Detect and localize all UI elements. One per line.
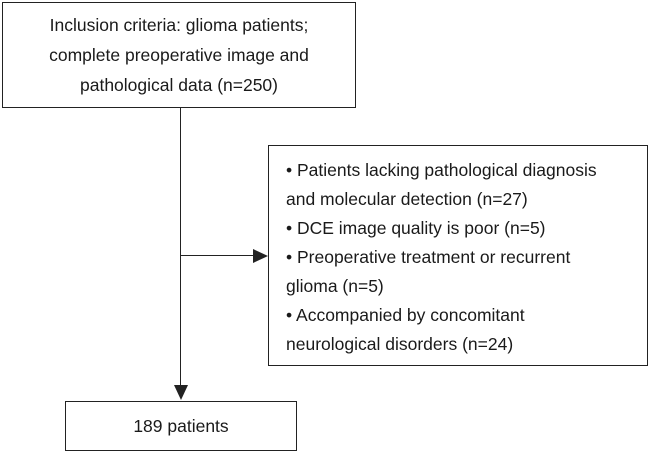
exclusion-line-3: • DCE image quality is poor (n=5) [286,218,546,238]
exclusion-line-2: and molecular detection (n=27) [286,189,528,209]
inclusion-line-1: Inclusion criteria: glioma patients; [49,15,309,35]
arrow-down-icon [173,385,188,400]
final-cohort-label: 189 patients [133,415,229,436]
exclusion-criteria-box: • Patients lacking pathological diagnosi… [268,145,648,366]
inclusion-criteria-box: Inclusion criteria: glioma patients; com… [2,2,356,108]
exclusion-line-1: • Patients lacking pathological diagnosi… [286,160,597,180]
exclusion-line-5: glioma (n=5) [286,276,384,296]
flow-connector-vertical [179,108,181,386]
inclusion-line-3: pathological data (n=250) [80,75,278,95]
exclusion-line-4: • Preoperative treatment or recurrent [286,247,571,267]
exclusion-line-7: neurological disorders (n=24) [286,334,514,354]
arrow-right-icon [253,248,268,263]
flow-connector-horizontal [180,254,256,256]
inclusion-line-2: complete preoperative image and [49,45,309,65]
final-cohort-box: 189 patients [65,401,297,451]
exclusion-line-6: • Accompanied by concomitant [286,305,525,325]
